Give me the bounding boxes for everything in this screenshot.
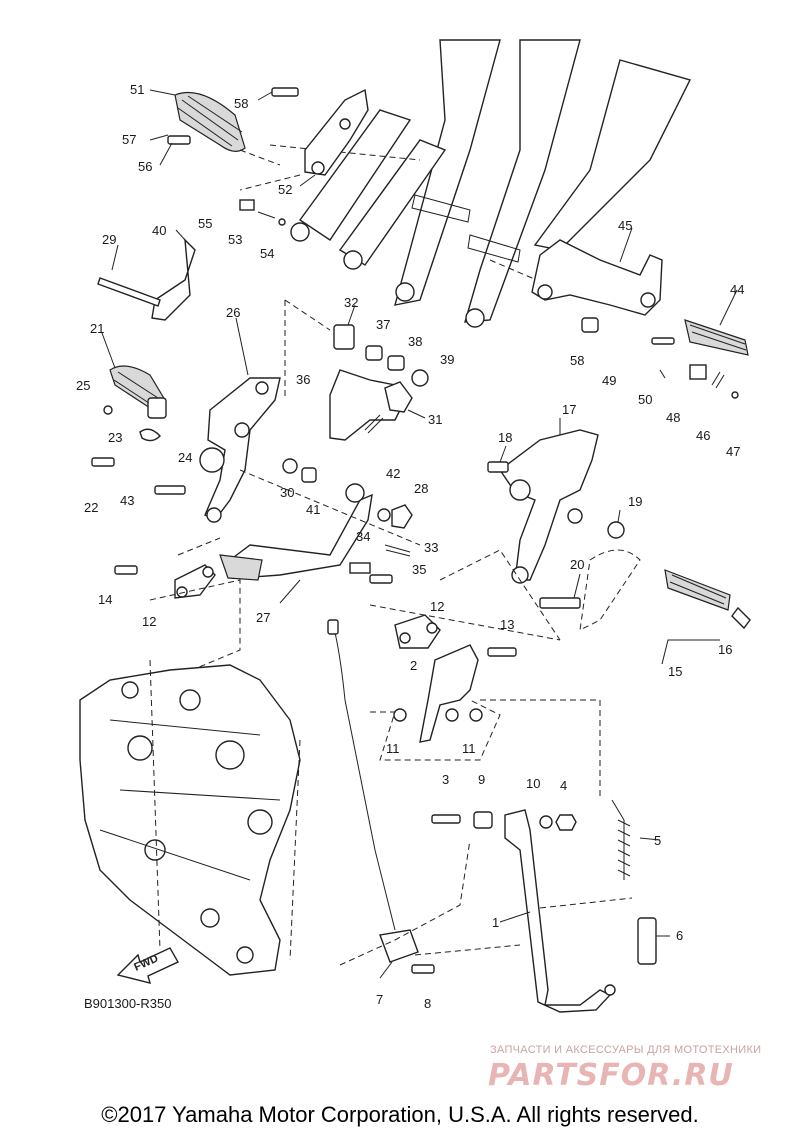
callout-53: 53 (228, 232, 242, 247)
callout-2: 2 (410, 658, 417, 673)
callout-42: 42 (386, 466, 400, 481)
copyright-notice: ©2017 Yamaha Motor Corporation, U.S.A. A… (101, 1102, 699, 1127)
frame-rails (269, 39, 692, 328)
callout-18: 18 (498, 430, 512, 445)
callout-58: 58 (234, 96, 248, 111)
callout-47: 47 (726, 444, 740, 459)
callout-51: 51 (130, 82, 144, 97)
callout-4: 4 (560, 778, 567, 793)
callout-52: 52 (278, 182, 292, 197)
callout-3: 3 (442, 772, 449, 787)
watermark-logo: PARTSFOR.RU (488, 1058, 734, 1093)
rear-right-footrest-group (531, 239, 749, 399)
callout-20: 20 (570, 557, 584, 572)
front-footrest-bracket-group (91, 238, 331, 523)
callout-26: 26 (226, 305, 240, 320)
callout-14: 14 (98, 592, 112, 607)
callout-12-left: 12 (142, 614, 156, 629)
callout-54: 54 (260, 246, 274, 261)
callout-55: 55 (198, 216, 212, 231)
fwd-arrow: FWD (116, 947, 179, 984)
callout-43: 43 (120, 493, 134, 508)
callout-50: 50 (638, 392, 652, 407)
callout-labels: 51 58 57 56 52 55 53 54 29 40 45 44 21 2… (76, 82, 744, 1011)
callout-38: 38 (408, 334, 422, 349)
callout-8: 8 (424, 996, 431, 1011)
rear-left-footrest-group (149, 87, 369, 226)
callout-57: 57 (122, 132, 136, 147)
callout-10: 10 (526, 776, 540, 791)
callout-41: 41 (306, 502, 320, 517)
callout-36: 36 (296, 372, 310, 387)
callout-12-right: 12 (430, 599, 444, 614)
engine-case-group (79, 659, 301, 976)
right-footrest-bracket-group (439, 429, 751, 641)
pivot-brackets-group (114, 564, 561, 701)
brake-pedal-group (177, 324, 429, 584)
callout-7: 7 (376, 992, 383, 1007)
callout-16: 16 (718, 642, 732, 657)
callout-48: 48 (666, 410, 680, 425)
callout-31: 31 (428, 412, 442, 427)
callout-56: 56 (138, 159, 152, 174)
callout-11-left: 11 (386, 741, 400, 756)
sidestand-group (327, 619, 657, 1013)
callout-1: 1 (492, 915, 499, 930)
callout-9: 9 (478, 772, 485, 787)
callout-27: 27 (256, 610, 270, 625)
callout-37: 37 (376, 317, 390, 332)
callout-24: 24 (178, 450, 192, 465)
callout-30: 30 (280, 485, 294, 500)
callout-19: 19 (628, 494, 642, 509)
callout-15: 15 (668, 664, 682, 679)
callout-44: 44 (730, 282, 744, 297)
callout-49: 49 (602, 373, 616, 388)
callout-33: 33 (424, 540, 438, 555)
callout-5: 5 (654, 833, 661, 848)
callout-11-right: 11 (462, 741, 476, 756)
callout-35: 35 (412, 562, 426, 577)
callout-39: 39 (440, 352, 454, 367)
callout-21: 21 (90, 321, 104, 336)
callout-58-right: 58 (570, 353, 584, 368)
watermark-caption: ЗАПЧАСТИ И АКСЕССУАРЫ ДЛЯ МОТОТЕХНИКИ (490, 1044, 762, 1056)
callout-17: 17 (562, 402, 576, 417)
callout-23: 23 (108, 430, 122, 445)
callout-32: 32 (344, 295, 358, 310)
callout-34: 34 (356, 529, 370, 544)
callout-40: 40 (152, 223, 166, 238)
callout-45: 45 (618, 218, 632, 233)
callout-28: 28 (414, 481, 428, 496)
leader-lines (101, 227, 738, 979)
callout-22: 22 (84, 500, 98, 515)
callout-46: 46 (696, 428, 710, 443)
diagram-code: B901300-R350 (84, 996, 172, 1011)
callout-6: 6 (676, 928, 683, 943)
callout-29: 29 (102, 232, 116, 247)
callout-25: 25 (76, 378, 90, 393)
callout-13: 13 (500, 617, 514, 632)
